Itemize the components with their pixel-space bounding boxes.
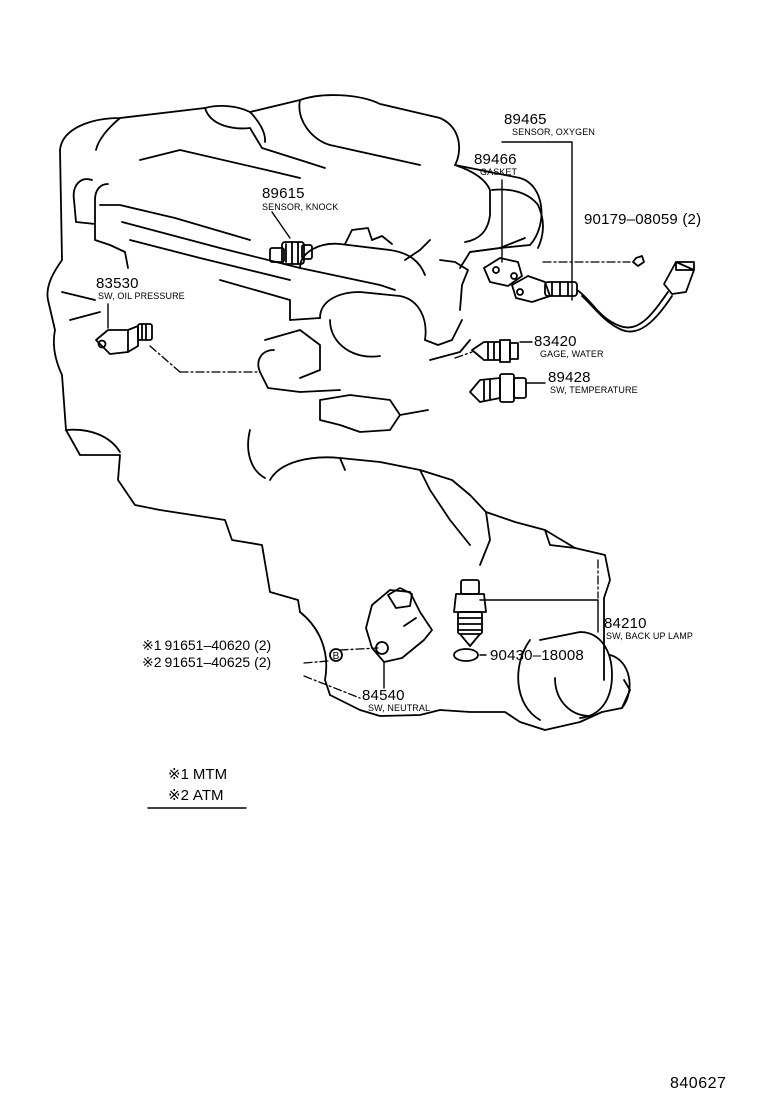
gasket-number[interactable]: 89466 — [474, 151, 517, 168]
oxygen-sensor-number[interactable]: 89465 — [504, 111, 547, 128]
temperature-switch-drawing — [469, 373, 527, 403]
bolt-atm-number[interactable]: 91651‒40625 (2) — [164, 654, 272, 670]
backup-lamp-switch-name: SW, BACK UP LAMP — [606, 631, 693, 641]
temperature-switch-number[interactable]: 89428 — [548, 369, 591, 386]
gasket-ring-number[interactable]: 90430‒18008 — [490, 647, 584, 664]
neutral-switch-name: SW, NEUTRAL — [368, 703, 431, 713]
backup-lamp-switch-number[interactable]: 84210 — [604, 615, 647, 632]
bolt-mtm-mark: ※1 — [142, 637, 162, 653]
oil-pressure-switch-drawing — [95, 323, 153, 355]
transmission-outline — [247, 429, 631, 731]
nut-number[interactable]: 90179‒08059 (2) — [584, 211, 702, 228]
oxygen-sensor-drawing — [483, 255, 695, 333]
gasket-name: GASKET — [480, 167, 518, 177]
oxygen-sensor-name: SENSOR, OXYGEN — [512, 127, 595, 137]
legend-mtm-text: MTM — [192, 766, 228, 783]
backup-lamp-switch-drawing — [453, 579, 487, 662]
legend-atm-text: ATM — [192, 787, 224, 804]
bolt-mtm-number[interactable]: 91651‒40620 (2) — [164, 637, 272, 653]
water-gage-name: GAGE, WATER — [540, 349, 604, 359]
oil-pressure-switch-number[interactable]: 83530 — [96, 275, 139, 292]
neutral-switch-number[interactable]: 84540 — [362, 687, 405, 704]
water-gage-number[interactable]: 83420 — [534, 333, 577, 350]
leader-lines — [107, 141, 599, 689]
dash-dot-lines — [149, 261, 631, 699]
legend-atm-mark: ※2 — [168, 787, 189, 804]
knock-sensor-drawing — [269, 241, 313, 265]
catalog-number: 840627 — [670, 1075, 727, 1092]
bolt-atm-mark: ※2 — [142, 654, 162, 670]
legend-mtm-mark: ※1 — [168, 766, 189, 783]
knock-sensor-number[interactable]: 89615 — [262, 185, 305, 202]
engine-outline — [46, 94, 544, 613]
neutral-switch-drawing: B — [329, 587, 433, 663]
svg-text:B: B — [333, 651, 340, 662]
knock-sensor-name: SENSOR, KNOCK — [262, 202, 339, 212]
oil-pressure-switch-name: SW, OIL PRESSURE — [98, 291, 185, 301]
water-gage-drawing — [471, 339, 519, 363]
temperature-switch-name: SW, TEMPERATURE — [550, 385, 638, 395]
